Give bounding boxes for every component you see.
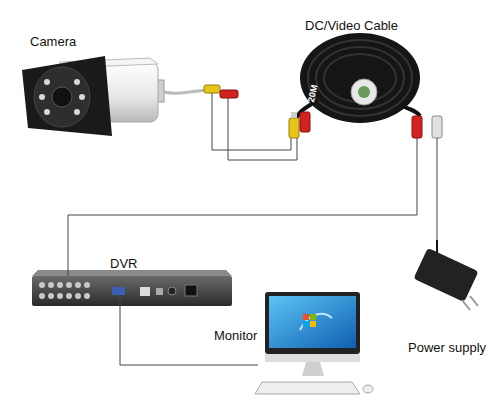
device-node: Monitor — [258, 290, 363, 395]
cable-connector — [228, 142, 297, 160]
camera-illustration — [22, 56, 291, 150]
device-node: DC/Video Cable 20M — [280, 16, 450, 150]
device-label: DC/Video Cable — [305, 18, 398, 33]
device-node: Camera — [10, 32, 250, 142]
device-label: Monitor — [214, 328, 257, 343]
device-node: Power supply — [400, 240, 495, 355]
device-label: Power supply — [408, 340, 486, 355]
cable-connector — [437, 150, 438, 240]
cable-connector — [68, 150, 417, 256]
device-label: DVR — [110, 256, 137, 271]
device-label: Camera — [30, 34, 76, 49]
cable-reel-illustration — [289, 33, 442, 150]
cable-connector — [120, 316, 258, 365]
length-label: 20M — [306, 84, 319, 103]
dvr-illustration — [32, 256, 232, 316]
monitor-illustration — [255, 292, 373, 394]
device-node: DVR — [30, 256, 235, 316]
power-adapter-illustration — [413, 240, 478, 310]
